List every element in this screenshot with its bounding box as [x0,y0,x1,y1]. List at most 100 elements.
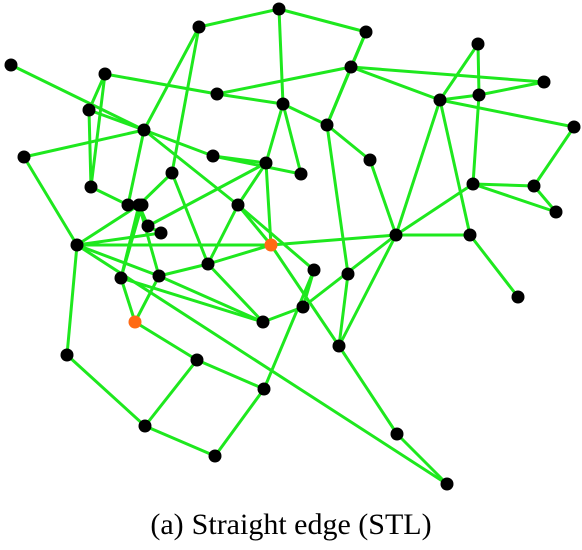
graph-edge [236,161,268,207]
graph-node [114,271,128,285]
graph-edge [395,432,449,486]
graph-edge [206,243,273,266]
highlighted-node [128,315,142,329]
graph-edge [215,92,285,106]
graph-edge [269,233,398,247]
graph-node [84,180,98,194]
graph-edge [476,42,481,97]
graph-node [165,166,179,180]
graph-node [463,228,477,242]
graph-edge [137,203,161,278]
graph-edge [142,128,215,158]
graph-node [135,198,149,212]
graph-edge [438,98,576,129]
graph-node [192,20,206,34]
graph-edge [325,123,350,276]
graph-edge [143,358,199,428]
graph-node [210,87,224,101]
graph-node [294,167,308,181]
graph-edge [337,233,398,348]
graph-node [466,177,480,191]
graph-node [389,228,403,242]
graph-edge [438,93,481,102]
graph-node [272,2,286,16]
graph-node [433,93,447,107]
graph-node [440,477,454,491]
graph-edge [142,25,201,132]
graph-edge [277,7,368,34]
graph-edge [281,102,329,127]
graph-edge [394,98,442,237]
graph-edge [133,274,161,324]
graph-edge [368,158,398,237]
graph-edge [262,268,316,391]
graph-edge [477,80,546,97]
graph-node [60,348,74,362]
graph-edge [157,262,210,278]
graph-edge [119,203,144,280]
graph-edge [119,276,137,324]
graph-edge [87,108,93,189]
graph-node [332,339,346,353]
caption-text: Straight edge (STL) [191,508,432,541]
caption-label: (a) [150,508,184,541]
graph-node [138,419,152,433]
graph-edge [337,272,350,348]
graph-node [259,156,273,170]
graph-node [190,353,204,367]
graph-node [390,427,404,441]
graph-edge [471,93,481,186]
graph-edge [438,98,472,237]
highlighted-node [264,238,278,252]
graph-edge [236,203,316,272]
graph-edge [325,65,353,127]
graph-edge [103,72,219,96]
graph-edge [349,65,546,84]
graph-node [141,219,155,233]
graph-node [567,120,581,134]
edges-layer [9,7,576,486]
graph-edge [215,65,353,96]
graph-node [121,198,135,212]
graph-node [341,267,355,281]
graph-edge [197,7,281,29]
graph-edge [119,276,265,324]
graph-node [257,382,271,396]
graph-edge [211,154,303,176]
graph-edge [75,231,163,247]
graph-edge [394,182,475,237]
graph-edge [170,171,210,266]
graph-node [154,226,168,240]
graph-edge [264,102,285,165]
graph-edge [269,243,341,348]
graph-edge [87,72,107,112]
graph-edge [22,128,146,159]
graph-node [471,37,485,51]
graph-node [137,123,151,137]
graph-edge [532,125,576,188]
graph-node [276,97,290,111]
graph-edge [87,108,146,132]
graph-node [231,198,245,212]
graph-node [344,60,358,74]
graph-edge [213,387,266,458]
graph-edge [206,203,240,266]
graph-edge [468,233,520,299]
graph-edge [133,320,199,362]
graph-edge [65,243,79,357]
graph-edge [143,424,217,458]
graph-edge [22,155,79,247]
graph-node [296,300,310,314]
graph-edge [146,161,268,228]
graph-node [98,67,112,81]
graph-edge [126,128,146,207]
graph-node [363,153,377,167]
graph-node [359,25,373,39]
graph-node [527,179,541,193]
graph-diagram [4,2,581,491]
graph-node [206,149,220,163]
graph-node [511,290,525,304]
graph-node [549,205,563,219]
graph-edge [170,25,201,175]
graph-node [4,58,18,72]
